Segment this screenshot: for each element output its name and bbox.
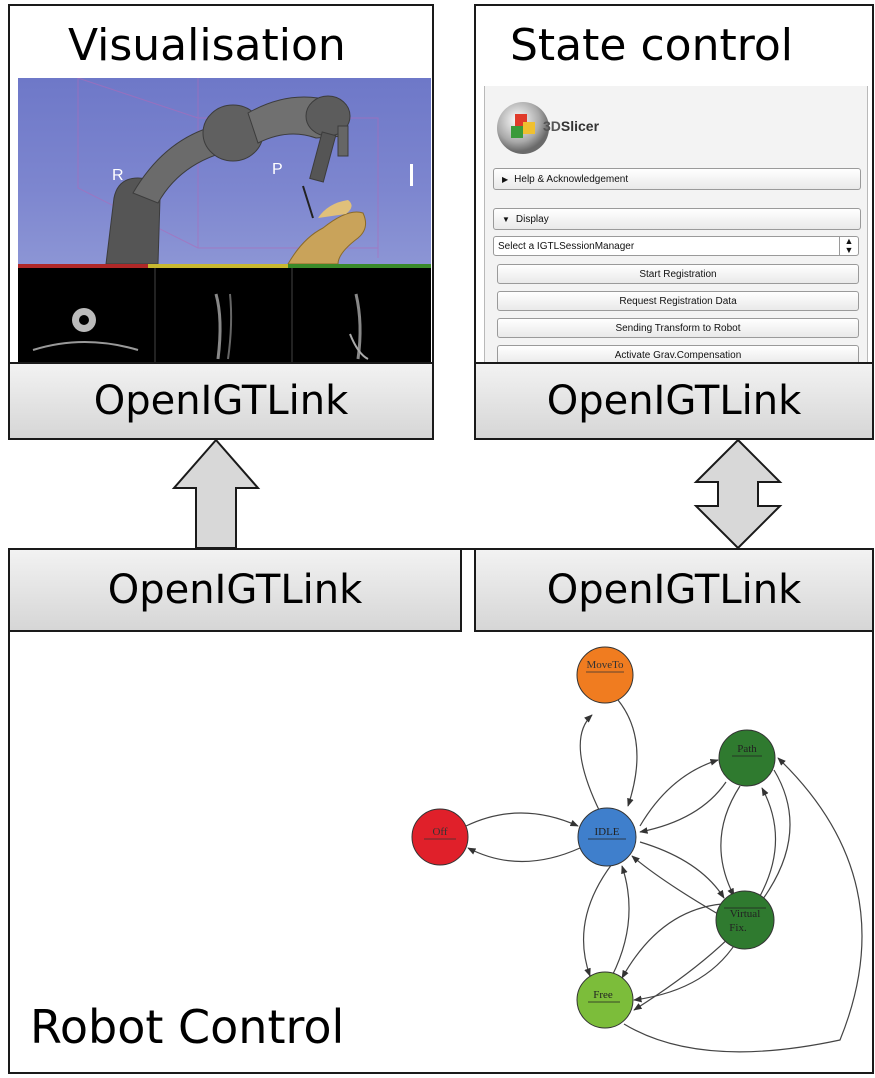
state-node-idle: IDLE xyxy=(577,807,637,867)
state-node-off: Off xyxy=(411,808,469,866)
state-node-free: Free xyxy=(576,971,634,1029)
display-section[interactable]: ▼ Display xyxy=(493,208,861,230)
request-registration-data-button[interactable]: Request Registration Data xyxy=(497,291,859,311)
help-acknowledgement-section[interactable]: ▶ Help & Acknowledgement xyxy=(493,168,861,190)
state-label-off: Off xyxy=(432,826,447,838)
view-label-p: P xyxy=(272,161,283,178)
state-node-moveto: MoveTo xyxy=(576,646,634,704)
slicer-logo-prefix: 3D xyxy=(543,118,561,134)
slicer-logo: 3DSlicer xyxy=(493,96,653,160)
state-control-openigtlink: OpenIGTLink xyxy=(474,362,874,440)
expanded-triangle-icon: ▼ xyxy=(502,214,510,224)
robot-arm-render: R P xyxy=(77,78,413,264)
send-transform-button[interactable]: Sending Transform to Robot xyxy=(497,318,859,338)
slicer-logo-icon xyxy=(497,102,549,154)
view-label-s xyxy=(410,164,413,186)
state-label-idle: IDLE xyxy=(594,826,619,838)
robot-control-title: Robot Control xyxy=(30,1000,345,1054)
select-arrows-icon: ▲▼ xyxy=(839,237,858,255)
start-registration-button[interactable]: Start Registration xyxy=(497,264,859,284)
display-section-label: Display xyxy=(515,213,549,225)
slice-views-render xyxy=(18,264,431,362)
session-manager-value: Select a IGTLSessionManager xyxy=(498,240,635,252)
3d-viewport[interactable]: R P xyxy=(18,78,431,264)
help-section-label: Help & Acknowledgement xyxy=(514,173,629,185)
state-label-virtual: Virtual xyxy=(730,908,761,920)
state-node-virtual-fix: Virtual Fix. xyxy=(715,890,775,950)
session-manager-select[interactable]: Select a IGTLSessionManager ▲▼ xyxy=(493,236,859,256)
state-control-title: State control xyxy=(510,20,793,71)
slice-views[interactable] xyxy=(18,264,431,362)
state-label-free: Free xyxy=(593,989,613,1001)
visualisation-openigtlink: OpenIGTLink xyxy=(8,362,434,440)
collapsed-triangle-icon: ▶ xyxy=(502,174,509,184)
slicer-logo-text: Slicer xyxy=(560,118,600,134)
state-node-path: Path xyxy=(718,729,776,787)
state-label-fix: Fix. xyxy=(729,922,747,934)
view-label-r: R xyxy=(112,167,124,184)
visualisation-title: Visualisation xyxy=(68,20,346,71)
slicer-module-panel: 3DSlicer ▶ Help & Acknowledgement ▼ Disp… xyxy=(484,86,868,362)
activate-grav-compensation-button[interactable]: Activate Grav.Compensation xyxy=(497,345,859,362)
state-label-path: Path xyxy=(737,743,757,755)
robot-openigtlink-right: OpenIGTLink xyxy=(474,548,874,632)
state-label-moveto: MoveTo xyxy=(586,659,624,671)
robot-openigtlink-left: OpenIGTLink xyxy=(8,548,462,632)
